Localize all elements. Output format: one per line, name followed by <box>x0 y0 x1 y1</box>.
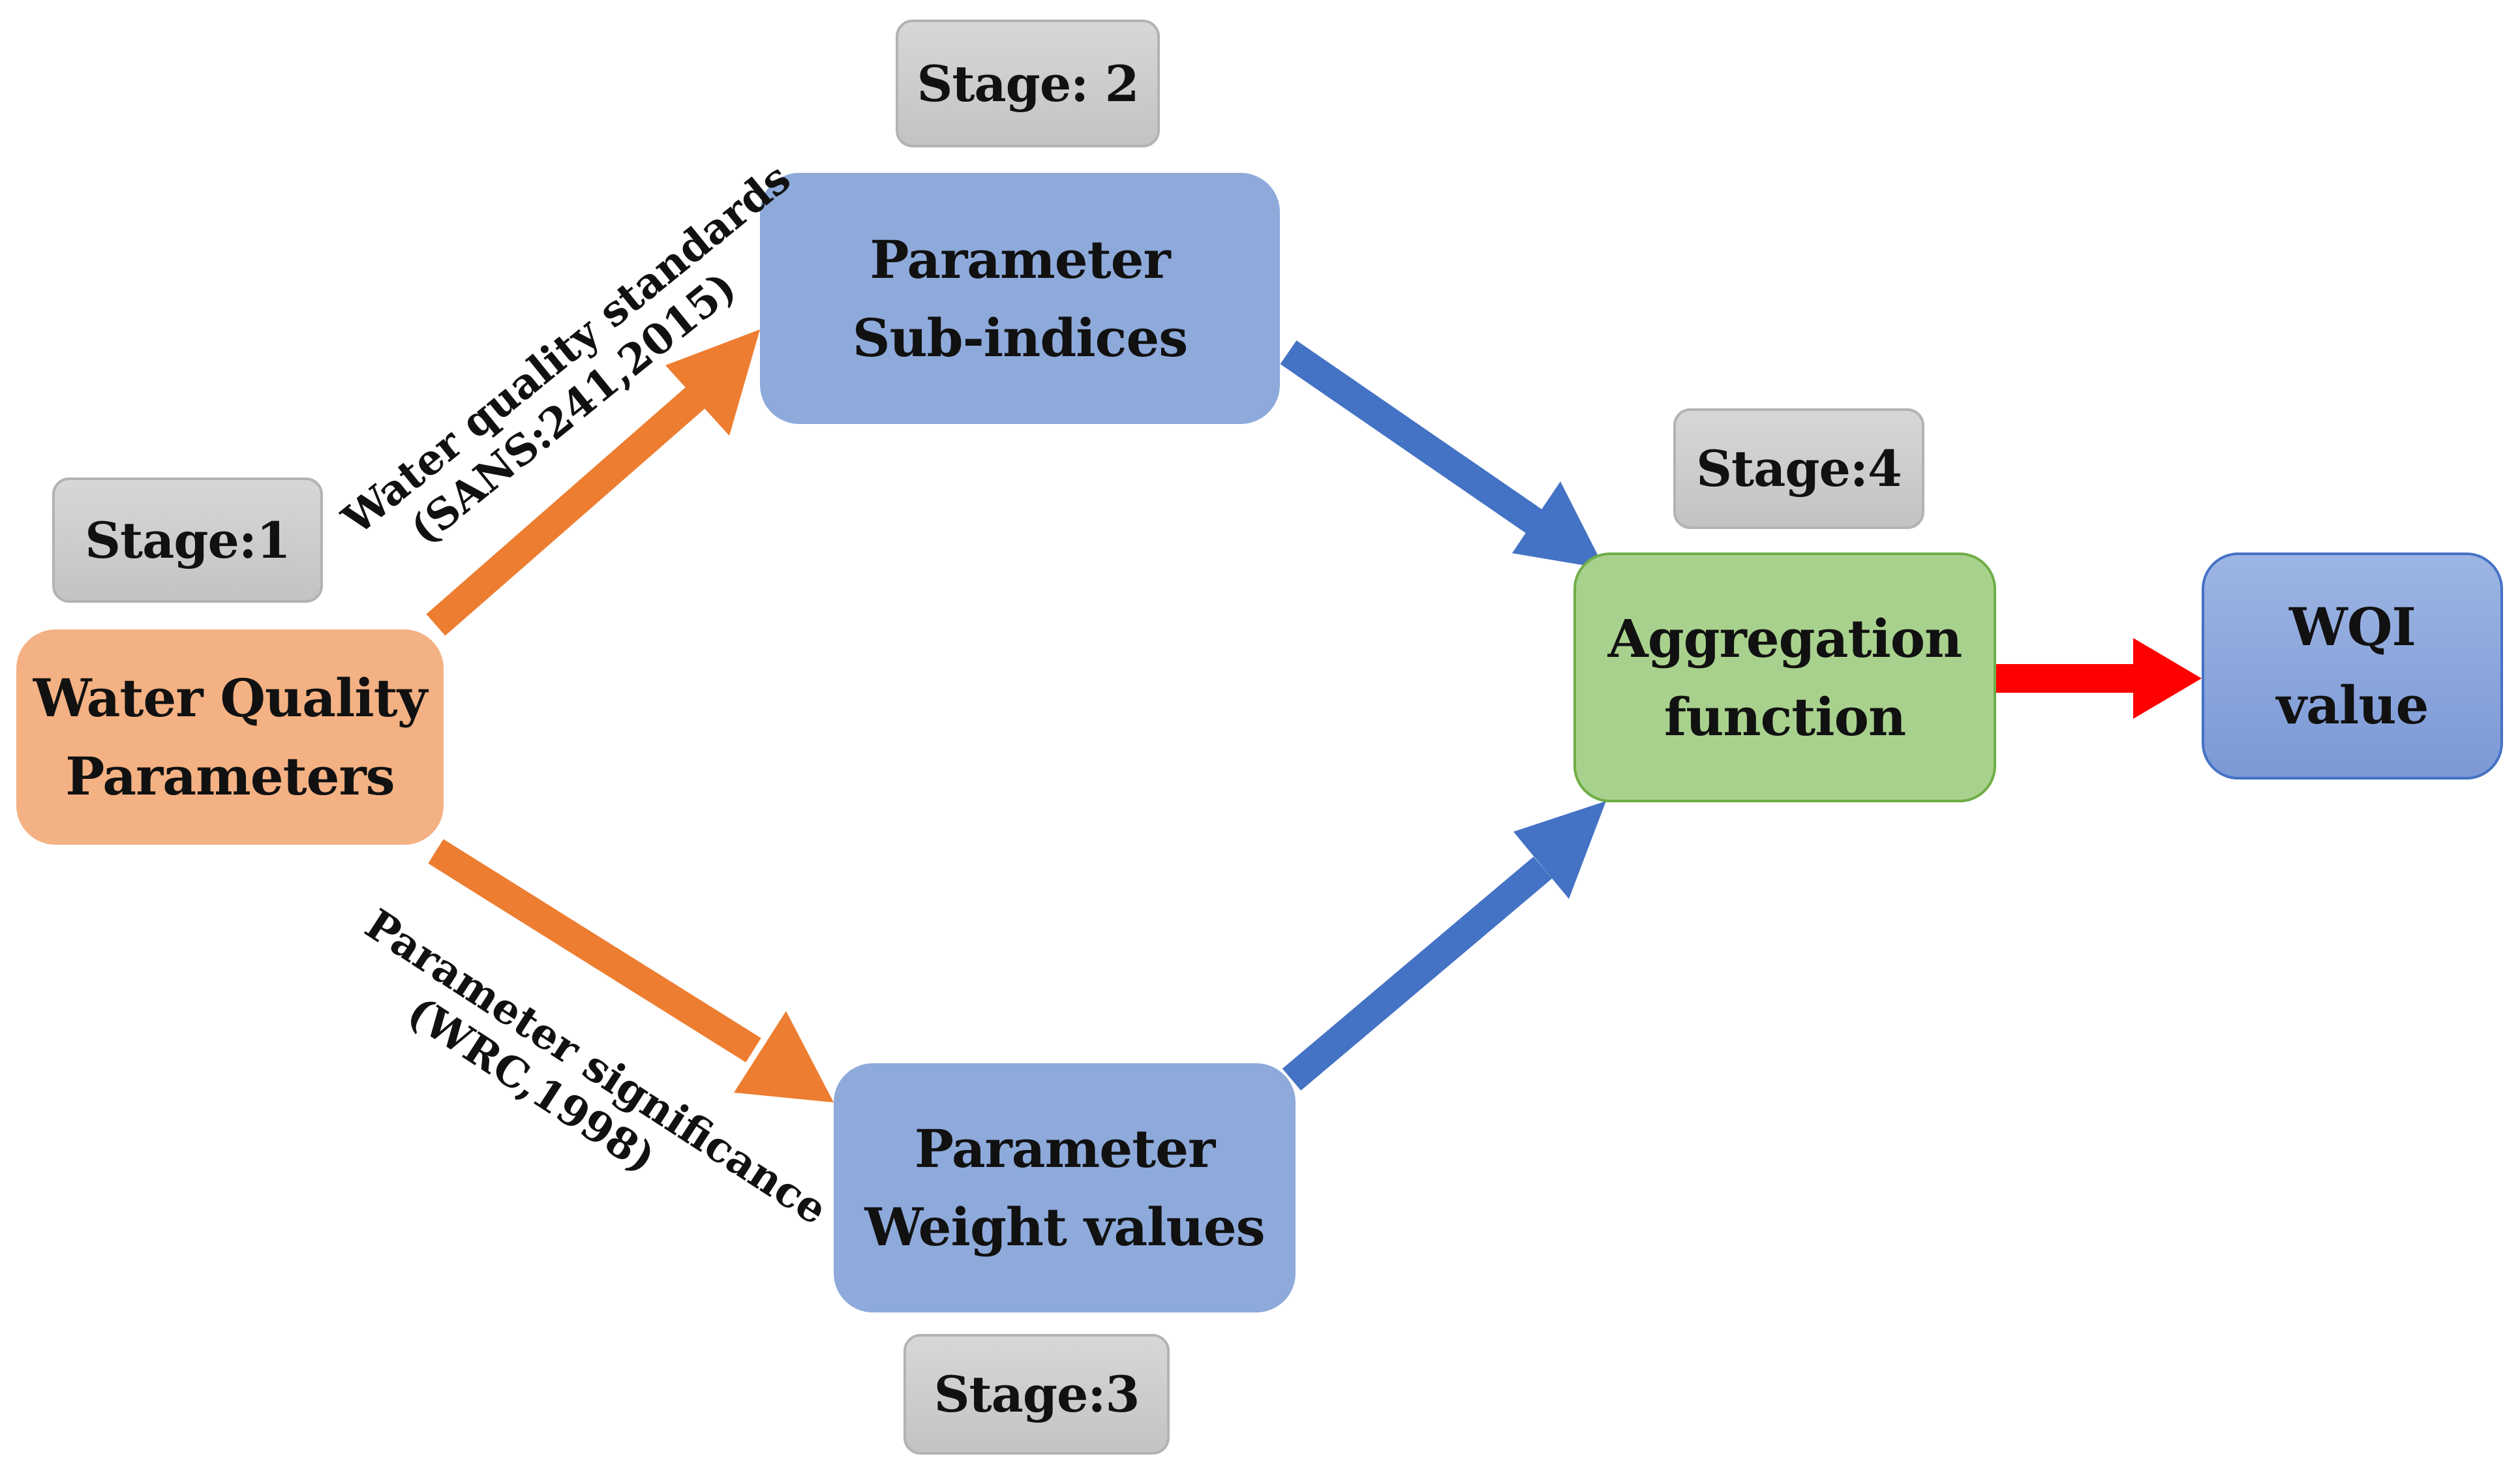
arrow-to-sub-indices <box>426 329 760 636</box>
node-line: Aggregation <box>1607 607 1963 669</box>
stage-1-badge: Stage:1 <box>52 477 323 603</box>
node-line: Parameters <box>65 746 395 807</box>
node-line: WQI <box>2289 596 2416 658</box>
stage-4-badge: Stage:4 <box>1673 408 1924 529</box>
water-quality-parameters-node: Water Quality Parameters <box>16 629 444 845</box>
parameter-weight-values-node: Parameter Weight values <box>834 1063 1296 1312</box>
stage-1-label: Stage:1 <box>85 511 291 569</box>
node-line: Sub-indices <box>852 307 1189 369</box>
arrow-weight-values-to-aggregation <box>1282 801 1606 1091</box>
stage-2-label: Stage: 2 <box>917 54 1139 113</box>
arrow-sub-indices-to-aggregation <box>1280 340 1605 569</box>
node-line: function <box>1663 686 1906 748</box>
stage-3-badge: Stage:3 <box>903 1334 1170 1455</box>
stage-4-label: Stage:4 <box>1696 440 1902 498</box>
aggregation-function-node: Aggregation function <box>1573 553 1996 802</box>
wqi-value-node: WQI value <box>2202 553 2503 780</box>
arrow-to-weight-values <box>428 839 834 1102</box>
node-line: Parameter <box>870 228 1170 290</box>
parameter-sub-indices-node: Parameter Sub-indices <box>760 173 1280 424</box>
node-line: value <box>2276 674 2429 736</box>
node-line: Water Quality <box>33 667 427 729</box>
node-line: Weight values <box>864 1196 1265 1258</box>
arrow-aggregation-to-wqi <box>1996 638 2202 719</box>
stage-2-badge: Stage: 2 <box>896 20 1160 147</box>
node-line: Parameter <box>914 1118 1215 1179</box>
stage-3-label: Stage:3 <box>934 1365 1140 1423</box>
